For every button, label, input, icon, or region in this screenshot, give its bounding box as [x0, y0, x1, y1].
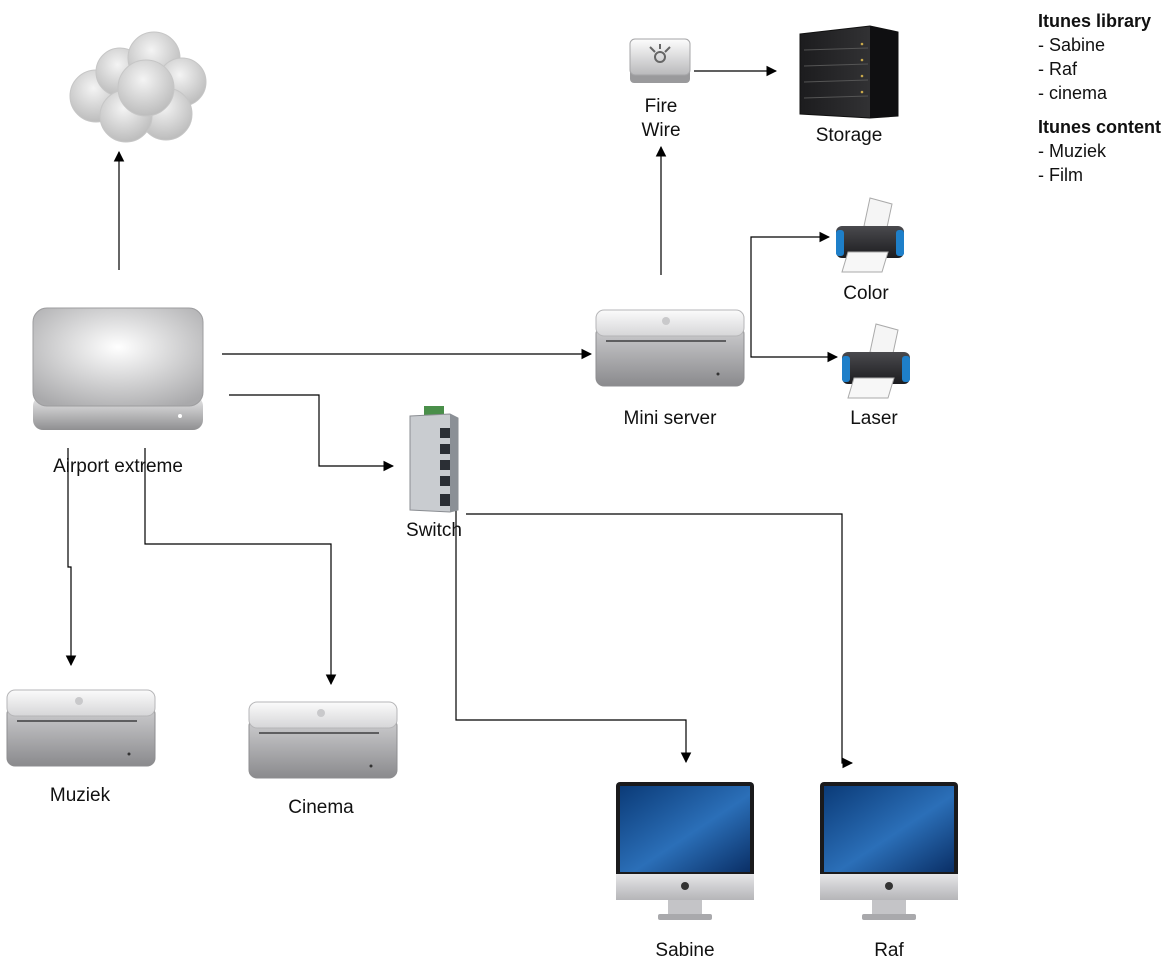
link-airport-cinema — [144, 448, 337, 686]
link-switch-raf — [466, 513, 854, 769]
content-item: - Film — [1038, 165, 1083, 185]
laser-printer-label: Laser — [850, 408, 898, 429]
mac-mini-icon — [595, 309, 745, 387]
cloud-icon — [69, 31, 207, 143]
storage-label: Storage — [815, 125, 883, 146]
library-item: - Sabine — [1038, 35, 1106, 55]
cinema-label: Cinema — [288, 797, 354, 818]
airport-extreme-label: Airport extreme — [53, 456, 183, 477]
mini-server-label: Mini server — [623, 408, 717, 429]
link-switch-sabine — [455, 488, 692, 764]
itunes-content-title: Itunes content — [1038, 117, 1162, 137]
content-item: - Muziek — [1038, 141, 1107, 161]
mac-mini-icon — [248, 701, 398, 779]
itunes-notes: Itunes library - Sabine - Raf - cinema I… — [1038, 9, 1161, 187]
link-airport-switch — [229, 394, 395, 472]
sabine-label: Sabine — [655, 940, 715, 961]
link-miniserver-color — [750, 231, 831, 350]
printer-icon — [842, 323, 910, 399]
nas-storage-icon — [799, 25, 899, 119]
library-item: - Raf — [1038, 59, 1078, 79]
imac-icon — [616, 782, 754, 920]
library-item: - cinema — [1038, 83, 1108, 103]
firewire-label: Fire Wire — [641, 96, 681, 141]
firewire-drive-icon — [629, 38, 691, 83]
network-switch-icon — [409, 406, 459, 513]
itunes-library-title: Itunes library — [1038, 11, 1152, 31]
switch-label: Switch — [406, 520, 462, 541]
raf-label: Raf — [874, 940, 904, 961]
mac-mini-icon — [6, 689, 156, 767]
muziek-label: Muziek — [49, 785, 111, 806]
imac-icon — [820, 782, 958, 920]
link-miniserver-laser — [750, 350, 839, 363]
link-airport-muziek — [65, 448, 77, 667]
airport-base-station-icon — [32, 307, 204, 430]
color-printer-label: Color — [843, 283, 889, 304]
printer-icon — [836, 197, 904, 273]
